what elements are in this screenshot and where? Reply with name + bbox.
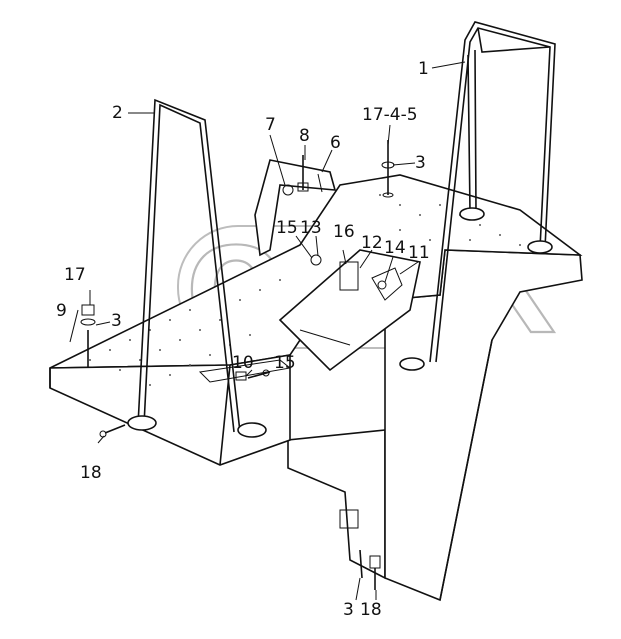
- bolt-8: [297, 155, 309, 192]
- platform: [49, 174, 583, 466]
- callout-3-left: 3: [111, 311, 122, 331]
- callout-2: 2: [112, 103, 123, 123]
- callout-17-4-5: 17-4-5: [362, 105, 418, 125]
- bolt-18-front: [99, 424, 126, 438]
- callout-17: 17: [64, 265, 86, 285]
- callout-labels: 1 2 7 8 6 17-4-5 3 15 13 16 12 14 11 17 …: [56, 59, 430, 620]
- callout-3-top: 3: [415, 153, 426, 173]
- rear-housing: [287, 249, 583, 602]
- callout-15-bottom: 15: [274, 353, 296, 373]
- callout-14: 14: [384, 238, 406, 258]
- leader-lines: [69, 61, 466, 601]
- callout-8: 8: [299, 126, 310, 146]
- callout-12: 12: [361, 233, 383, 253]
- fasteners: [80, 140, 403, 590]
- latch-12-14-16: [310, 254, 403, 301]
- callout-6: 6: [330, 133, 341, 153]
- callout-9: 9: [56, 301, 67, 321]
- callout-16: 16: [333, 222, 355, 242]
- callout-10: 10: [232, 353, 254, 373]
- housing-bracket: [339, 509, 359, 529]
- washer-7: [282, 184, 294, 196]
- callout-7: 7: [265, 115, 276, 135]
- bolt-3-18-bottom: [359, 549, 381, 590]
- callout-15-top: 15: [276, 218, 298, 238]
- bolt-17: [80, 304, 96, 368]
- callout-18-front: 18: [80, 463, 102, 483]
- callout-13: 13: [300, 218, 322, 238]
- callout-1: 1: [418, 59, 429, 79]
- callout-18-bottom: 18: [360, 600, 382, 620]
- callout-3-bottom: 3: [343, 600, 354, 620]
- handrail-2: [127, 98, 267, 438]
- handrail-1: [399, 21, 556, 371]
- callout-11: 11: [408, 243, 430, 263]
